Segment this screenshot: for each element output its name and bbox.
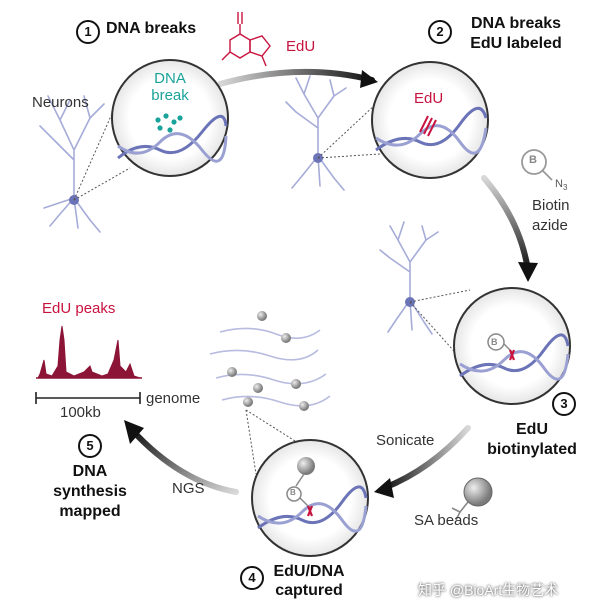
biotin-symbol-text: B <box>529 154 537 166</box>
arrow-head-step3-to-4 <box>374 478 394 498</box>
inset-circle-4 <box>251 439 369 557</box>
sa-bead-icon <box>451 477 493 521</box>
arrow-step2-to-3 <box>481 175 531 273</box>
edu-molecule-icon <box>221 12 271 67</box>
dna-break-line2: break <box>151 87 189 104</box>
dna-break-label: DNA break <box>140 70 200 104</box>
genome-label: genome <box>146 390 201 407</box>
sa-beads-label: SA beads <box>414 512 479 529</box>
step-3-line1: EdU <box>516 421 548 438</box>
scale-label: 100kb <box>60 404 101 421</box>
inset-circle-1 <box>111 59 229 177</box>
dna-break-line1: DNA <box>154 70 186 87</box>
arrow-head-step4-to-5 <box>124 420 144 444</box>
arrow-step3-to-4 <box>381 425 471 491</box>
step-3-line2: biotinylated <box>487 441 577 458</box>
ngs-label: NGS <box>172 480 205 497</box>
step-1-badge: 1 <box>76 20 100 44</box>
step-5-line3: mapped <box>59 503 121 520</box>
step-3-label: EdU biotinylated <box>472 420 592 460</box>
biotin-line2: azide <box>532 217 568 234</box>
step-5-badge: 5 <box>78 434 102 458</box>
step-5-line1: DNA <box>72 463 108 480</box>
fragment-beads <box>227 311 309 411</box>
azide-n: N <box>555 178 563 190</box>
edu-peaks-label: EdU peaks <box>42 300 116 317</box>
step-3-badge: 3 <box>552 392 576 416</box>
edu-peaks-track <box>37 325 141 379</box>
inset-circle-3 <box>453 287 571 405</box>
step-2-line2: EdU labeled <box>470 35 562 52</box>
step-2-label: DNA breaks EdU labeled <box>456 14 576 54</box>
azide-subscript: N3 <box>555 178 567 192</box>
dna-fragments <box>209 327 331 407</box>
step-2-line1: DNA breaks <box>470 15 562 32</box>
biotin-symbol-inset3: B <box>491 337 498 347</box>
edu-label: EdU <box>286 38 316 55</box>
azide-3: 3 <box>562 183 568 193</box>
arrow-head-step1-to-2 <box>360 70 378 88</box>
step-2-badge: 2 <box>428 20 452 44</box>
biotin-azide-icon <box>521 149 553 181</box>
neurons-label: Neurons <box>32 94 89 111</box>
arrow-head-step2-to-3 <box>518 262 538 282</box>
biotin-symbol-inset4: B <box>290 488 296 497</box>
inset-circle-2 <box>371 61 489 179</box>
neuron-2 <box>285 75 347 191</box>
biotin-azide-label: Biotin azide <box>532 196 570 236</box>
biotin-line1: Biotin <box>532 197 570 214</box>
step-4-label: EdU/DNA captured <box>264 562 354 600</box>
arrow-step1-to-2 <box>217 68 375 87</box>
step-4-badge: 4 <box>240 566 264 590</box>
watermark: 知乎 @BioArt生物艺术 <box>418 582 559 598</box>
edu-inset-label: EdU <box>414 90 444 107</box>
step-4-line1: EdU/DNA <box>273 563 345 580</box>
sonicate-label: Sonicate <box>376 432 435 449</box>
step-4-line2: captured <box>275 582 343 599</box>
step-5-line2: synthesis <box>53 483 127 500</box>
neuron-3 <box>379 221 439 335</box>
arrow-step4-to-5 <box>129 427 239 495</box>
neuron-1 <box>39 95 105 233</box>
step-1-label: DNA breaks <box>106 20 197 37</box>
step-5-label: DNA synthesis mapped <box>30 462 150 522</box>
